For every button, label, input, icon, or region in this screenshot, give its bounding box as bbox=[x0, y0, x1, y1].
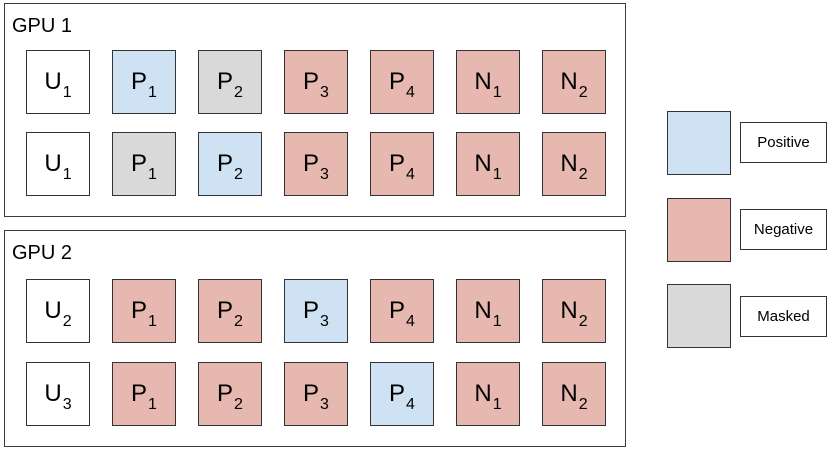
token-cell-p4: P4 bbox=[370, 132, 434, 196]
token-label: P4 bbox=[389, 150, 415, 183]
token-subscript: 1 bbox=[148, 396, 157, 413]
token-cell-p3: P3 bbox=[284, 362, 348, 426]
legend-label-positive: Positive bbox=[740, 122, 827, 163]
token-cell-p1: P1 bbox=[112, 279, 176, 343]
token-label: N1 bbox=[474, 380, 502, 413]
token-cell-n1: N1 bbox=[456, 362, 520, 426]
token-subscript: 2 bbox=[234, 166, 243, 183]
token-label: N2 bbox=[560, 297, 588, 330]
token-cell-p3: P3 bbox=[284, 279, 348, 343]
token-label: N2 bbox=[560, 380, 588, 413]
token-subscript: 1 bbox=[492, 396, 502, 413]
token-label: P4 bbox=[389, 68, 415, 101]
token-label: P2 bbox=[217, 297, 243, 330]
token-cell-u2: U2 bbox=[26, 279, 90, 343]
token-subscript: 2 bbox=[234, 396, 243, 413]
legend-swatch-masked bbox=[667, 284, 731, 348]
token-label: N1 bbox=[474, 150, 502, 183]
legend-label-masked: Masked bbox=[740, 296, 827, 337]
token-cell-n2: N2 bbox=[542, 362, 606, 426]
token-label: P4 bbox=[389, 380, 415, 413]
token-subscript: 1 bbox=[62, 84, 72, 101]
token-label: P1 bbox=[131, 297, 157, 330]
token-label: P1 bbox=[131, 380, 157, 413]
token-cell-p1: P1 bbox=[112, 50, 176, 114]
token-label: U1 bbox=[44, 68, 72, 101]
legend-label-negative: Negative bbox=[740, 209, 827, 250]
token-label: P3 bbox=[303, 380, 329, 413]
token-cell-p3: P3 bbox=[284, 50, 348, 114]
token-label: N2 bbox=[560, 150, 588, 183]
token-subscript: 4 bbox=[406, 313, 415, 330]
token-cell-u1: U1 bbox=[26, 50, 90, 114]
token-cell-p2: P2 bbox=[198, 50, 262, 114]
token-subscript: 2 bbox=[234, 84, 243, 101]
token-subscript: 2 bbox=[234, 313, 243, 330]
token-cell-p4: P4 bbox=[370, 362, 434, 426]
token-subscript: 2 bbox=[62, 313, 72, 330]
token-label: P2 bbox=[217, 68, 243, 101]
token-subscript: 1 bbox=[148, 166, 157, 183]
token-label: N1 bbox=[474, 297, 502, 330]
token-cell-u3: U3 bbox=[26, 362, 90, 426]
token-cell-p1: P1 bbox=[112, 132, 176, 196]
token-subscript: 4 bbox=[406, 166, 415, 183]
legend-swatch-positive bbox=[667, 111, 731, 175]
token-label: P2 bbox=[217, 380, 243, 413]
token-label: P3 bbox=[303, 68, 329, 101]
token-subscript: 1 bbox=[62, 166, 72, 183]
token-cell-p2: P2 bbox=[198, 279, 262, 343]
token-label: P1 bbox=[131, 68, 157, 101]
token-subscript: 1 bbox=[492, 313, 502, 330]
legend-swatch-negative bbox=[667, 198, 731, 262]
token-cell-p4: P4 bbox=[370, 50, 434, 114]
token-subscript: 3 bbox=[62, 396, 72, 413]
token-label: U3 bbox=[44, 380, 72, 413]
token-subscript: 2 bbox=[578, 84, 588, 101]
token-subscript: 3 bbox=[320, 313, 329, 330]
token-label: P2 bbox=[217, 150, 243, 183]
token-subscript: 1 bbox=[492, 166, 502, 183]
token-cell-n1: N1 bbox=[456, 279, 520, 343]
token-cell-n2: N2 bbox=[542, 132, 606, 196]
token-cell-n2: N2 bbox=[542, 279, 606, 343]
token-label: P1 bbox=[131, 150, 157, 183]
token-subscript: 3 bbox=[320, 166, 329, 183]
token-subscript: 4 bbox=[406, 84, 415, 101]
token-label: N1 bbox=[474, 68, 502, 101]
gpu-1-title: GPU 1 bbox=[12, 15, 73, 37]
token-cell-u1: U1 bbox=[26, 132, 90, 196]
token-label: P4 bbox=[389, 297, 415, 330]
token-cell-p2: P2 bbox=[198, 132, 262, 196]
token-cell-p4: P4 bbox=[370, 279, 434, 343]
token-subscript: 3 bbox=[320, 84, 329, 101]
token-subscript: 1 bbox=[148, 313, 157, 330]
token-subscript: 4 bbox=[406, 396, 415, 413]
token-label: P3 bbox=[303, 150, 329, 183]
token-subscript: 2 bbox=[578, 313, 588, 330]
token-label: U2 bbox=[44, 297, 72, 330]
token-cell-n1: N1 bbox=[456, 50, 520, 114]
token-subscript: 2 bbox=[578, 396, 588, 413]
token-cell-n2: N2 bbox=[542, 50, 606, 114]
token-label: N2 bbox=[560, 68, 588, 101]
token-cell-p3: P3 bbox=[284, 132, 348, 196]
token-subscript: 1 bbox=[148, 84, 157, 101]
token-cell-n1: N1 bbox=[456, 132, 520, 196]
token-cell-p1: P1 bbox=[112, 362, 176, 426]
token-label: U1 bbox=[44, 150, 72, 183]
token-subscript: 3 bbox=[320, 396, 329, 413]
token-subscript: 2 bbox=[578, 166, 588, 183]
token-cell-p2: P2 bbox=[198, 362, 262, 426]
token-subscript: 1 bbox=[492, 84, 502, 101]
token-label: P3 bbox=[303, 297, 329, 330]
gpu-2-title: GPU 2 bbox=[12, 242, 73, 264]
